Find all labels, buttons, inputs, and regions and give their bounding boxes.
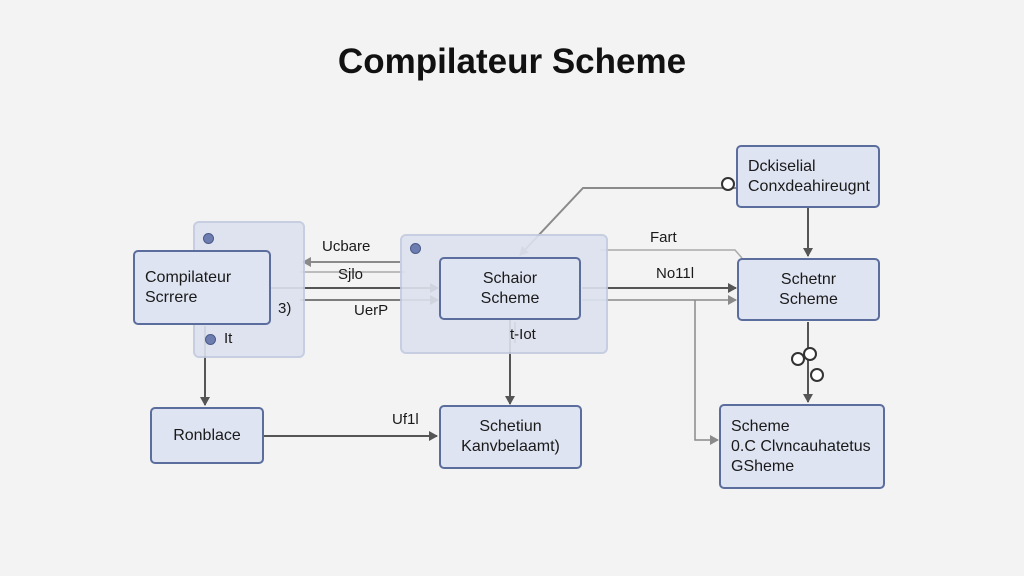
compiler-port-dot (205, 334, 216, 345)
node-backend[interactable]: Schetnr Scheme (737, 258, 880, 321)
cloud-ring-c (810, 368, 824, 382)
edge-label-udare: Ucbare (322, 238, 371, 255)
edge-label-sjlo: Sjlo (338, 266, 364, 283)
node-scheme-box-line-3: GSheme (731, 457, 795, 475)
edge-label-ufil: Uf1l (392, 411, 419, 428)
cloud-ring-b (803, 347, 817, 361)
edge-label-brace: 3) (278, 300, 292, 317)
node-config-line-1: Dckiselial (748, 157, 816, 175)
config-port-ring (721, 177, 735, 191)
node-backend-line-1: Schetnr (780, 270, 837, 288)
node-parser-line-1: Schaior (482, 269, 538, 287)
edge-fart (600, 249, 743, 259)
edge-backend-to-scheme-box (694, 300, 719, 445)
group-compiler-dot (203, 233, 214, 244)
edge-label-uerp: UerP (354, 302, 389, 319)
node-parser[interactable]: Schaior Scheme (439, 257, 581, 320)
node-config-line-2: Conxdeahireugnt (748, 177, 870, 195)
diagram-title: Compilateur Scheme (337, 42, 687, 81)
group-parser-dot (410, 243, 421, 254)
edge-label-hot: t-Iot (510, 326, 536, 343)
node-compiler[interactable]: Compilateur Scrrere (133, 250, 271, 325)
node-backlace-line-1: Ronblace (173, 426, 241, 444)
node-scheme-box-line-2: 0.C Clvncauhatetus (731, 437, 871, 455)
node-parser-line-2: Scheme (480, 289, 540, 307)
edge-config-to-parser (519, 187, 736, 256)
node-schetun-line-1: Schetiun (479, 418, 542, 435)
edge-label-left-it: It (224, 330, 233, 347)
node-config[interactable]: Dckiselial Conxdeahireugnt (736, 145, 880, 208)
edge-label-fart: Fart (650, 229, 677, 246)
node-backlace[interactable]: Ronblace (150, 407, 264, 464)
node-schetun-line-2: Kanvbelaamt) (461, 438, 560, 455)
node-compiler-line-2: Scrrere (145, 288, 198, 306)
node-backend-line-2: Scheme (779, 290, 838, 308)
node-schetun[interactable]: Schetiun Kanvbelaamt) (439, 405, 582, 469)
node-scheme-box[interactable]: Scheme 0.C Clvncauhatetus GSheme (719, 404, 885, 489)
node-compiler-line-1: Compilateur (145, 268, 232, 286)
cloud-ring-a (791, 352, 805, 366)
node-scheme-box-line-1: Scheme (731, 417, 790, 435)
edge-label-nofil: No11l (656, 265, 695, 282)
